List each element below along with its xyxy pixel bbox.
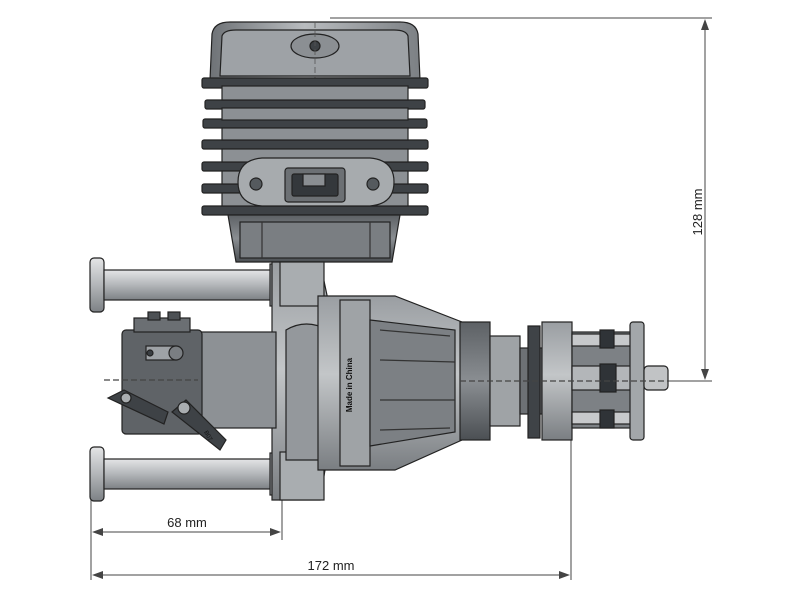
carburetor — [104, 311, 277, 451]
height-dimension-label: 128 mm — [690, 189, 705, 236]
made-in-china-stamp: Made in China — [345, 357, 354, 412]
mount-width-dimension-label: 68 mm — [167, 515, 207, 530]
cylinder-head — [201, 21, 429, 240]
prop-bolts — [460, 321, 669, 441]
dimension-lines — [90, 17, 712, 580]
crankcase — [271, 261, 463, 501]
total-length-dimension-label: 172 mm — [308, 558, 355, 573]
stamp-text: Made in China — [345, 357, 354, 412]
carb-mark: B07 — [202, 430, 213, 443]
cylinder-base — [227, 214, 401, 263]
exhaust-flange — [237, 157, 395, 207]
upper-mount-standoff — [89, 257, 287, 313]
lower-mount-standoff — [89, 446, 287, 502]
